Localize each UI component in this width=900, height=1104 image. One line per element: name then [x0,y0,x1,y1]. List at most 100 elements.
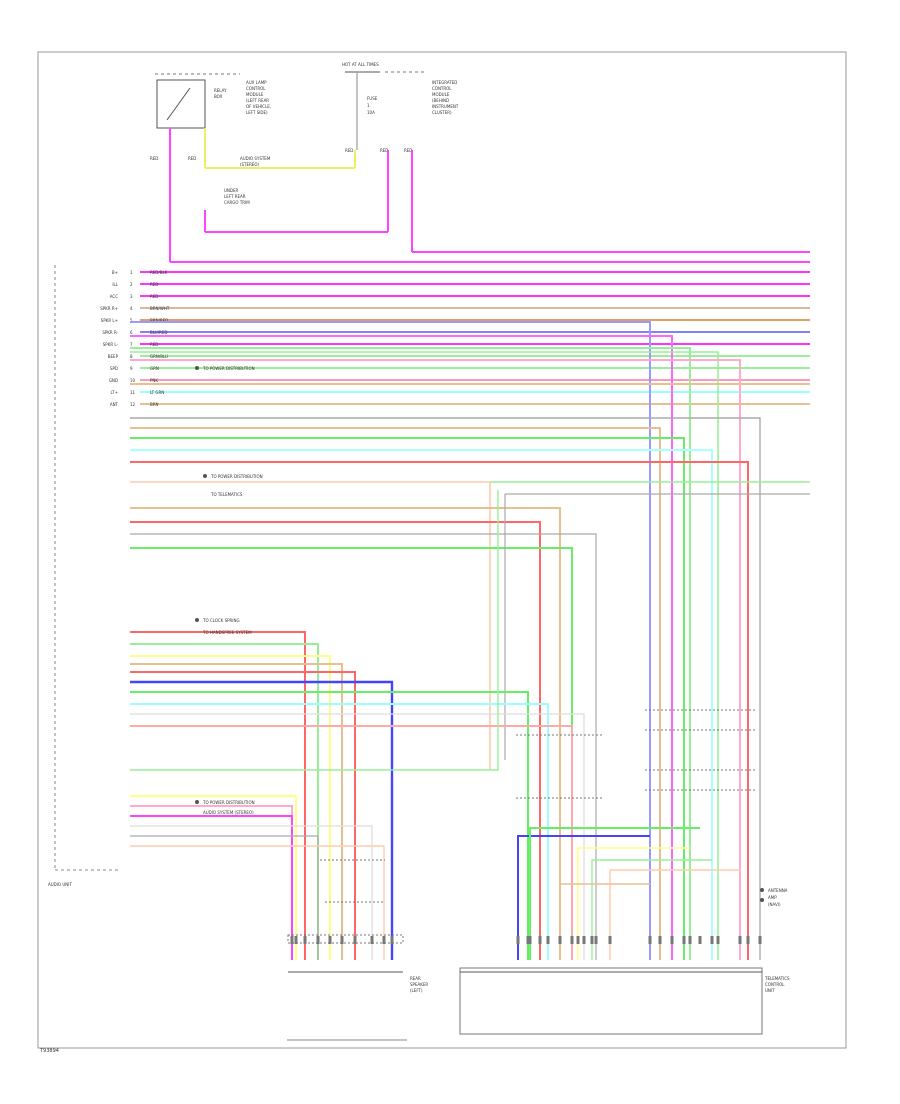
connector-pin [582,936,586,944]
connector-pin [303,936,307,944]
connector-pin [390,936,394,944]
junction-desc-line-6: CLUSTER) [432,110,452,115]
connector-pin [546,936,550,944]
row-label: SPD [110,366,118,371]
row-wire-label: RED [150,282,158,287]
junction-mid-3: 10A [367,110,375,115]
audio-unit-row: SPKR L- 7 RED [103,342,810,347]
bottom-left-label-1: REAR [410,976,421,981]
side-note-4: TO CLOCK SPRING [202,618,240,623]
bottom-left-connector: REAR SPEAKER (LEFT) [287,934,428,993]
row-pin: 8 [130,354,133,359]
right-block-line-3: (NAVI) [768,902,781,907]
connector-pin [528,936,532,944]
connector-pin [382,936,386,944]
connector-pin [294,936,298,944]
side-note-6: TO POWER DISTRIBUTION [202,800,255,805]
connector-pin [716,936,720,944]
connector-pin [370,936,374,944]
row-label: SPKR L- [103,342,119,347]
yellow-note-1: AUDIO SYSTEM [240,156,271,161]
connector-pin [538,936,542,944]
right-block-label: ANTENNA AMP (NAVI) [760,888,788,907]
connector-pin [590,936,594,944]
row-wire-label: RED [150,342,158,347]
row-label: ILL [112,282,118,287]
connector-pin [710,936,714,944]
side-note-1: TO POWER DISTRIBUTION [202,366,255,371]
top-wiring: AUDIO SYSTEM (STEREO) RED RED UNDER LEFT… [150,128,810,263]
connector-pin [698,936,702,944]
junction-desc-line-5: INSTRUMENT [432,104,459,109]
relay-box-line-2: BOX [214,94,223,99]
side-note-3: TO TELEMATICS [210,492,243,497]
row-label: B+ [112,270,118,275]
connector-pin [658,936,662,944]
relay-box: RELAY BOX AUX LAMP CONTROL MODULE (LEFT … [155,73,271,129]
row-pin: 2 [130,282,133,287]
connector-pin [558,936,562,944]
connector-pin [526,936,530,944]
row-pin: 1 [130,270,133,275]
connector-pin [570,936,574,944]
row-wire-label: GRN/BLU [150,354,168,359]
connector-pin [594,936,598,944]
audio-unit-row: ILL 2 RED [112,282,810,287]
right-block-line-1: ANTENNA [768,888,788,893]
side-note-7: AUDIO SYSTEM (STEREO) [203,810,254,815]
lower-note-3: CARGO TRIM [224,200,250,205]
row-pin: 6 [130,330,133,335]
junction-desc-line-3: MODULE [432,92,450,97]
connector-pin [758,936,762,944]
row-label: SPKR R+ [100,306,118,311]
relay-box-line-1: RELAY [214,88,227,93]
relay-desc-line-3: MODULE [246,92,264,97]
outer-frame [37,51,847,1049]
connector-pin [682,936,686,944]
row-pin: 9 [130,366,133,371]
connector-pin [746,936,750,944]
row-label: SPKR R- [102,330,118,335]
footer-code: T93894 [39,1048,59,1054]
row-label: BEEP [108,354,119,359]
main-wiring [130,321,810,960]
bottom-right-label-3: UNIT [765,988,775,993]
side-notes: TO POWER DISTRIBUTION TO POWER DISTRIBUT… [195,366,263,815]
top-fuse-label: HOT AT ALL TIMES [342,62,379,67]
relay-desc-line-1: AUX LAMP [246,80,267,85]
connector-pin [738,936,742,944]
bottom-left-label-2: SPEAKER [410,982,428,987]
row-pin: 7 [130,342,133,347]
bottom-right-connector: TELEMATICS CONTROL UNIT [459,967,790,1035]
connector-pin [688,936,692,944]
row-pin: 4 [130,306,133,311]
relay-desc-line-2: CONTROL [246,86,266,91]
connector-pin [353,936,357,944]
row-label: SPKR L+ [101,318,118,323]
row-wire-label: BRN/RED [150,318,168,323]
relay-desc-line-6: LEFT SIDE) [246,110,268,115]
connector-pin [290,936,294,944]
lower-note-2: LEFT REAR [224,194,246,199]
bottom-right-label-2: CONTROL [765,982,785,987]
row-label: ANT [110,402,119,407]
connector-pins [290,936,762,944]
row-pin: 11 [130,390,136,395]
connector-pin [576,936,580,944]
connector-pin [328,936,332,944]
row-pin: 3 [130,294,133,299]
junction-mid-1: FUSE [367,96,378,101]
row-label: ACC [110,294,118,299]
junction-desc-line-2: CONTROL [432,86,452,91]
